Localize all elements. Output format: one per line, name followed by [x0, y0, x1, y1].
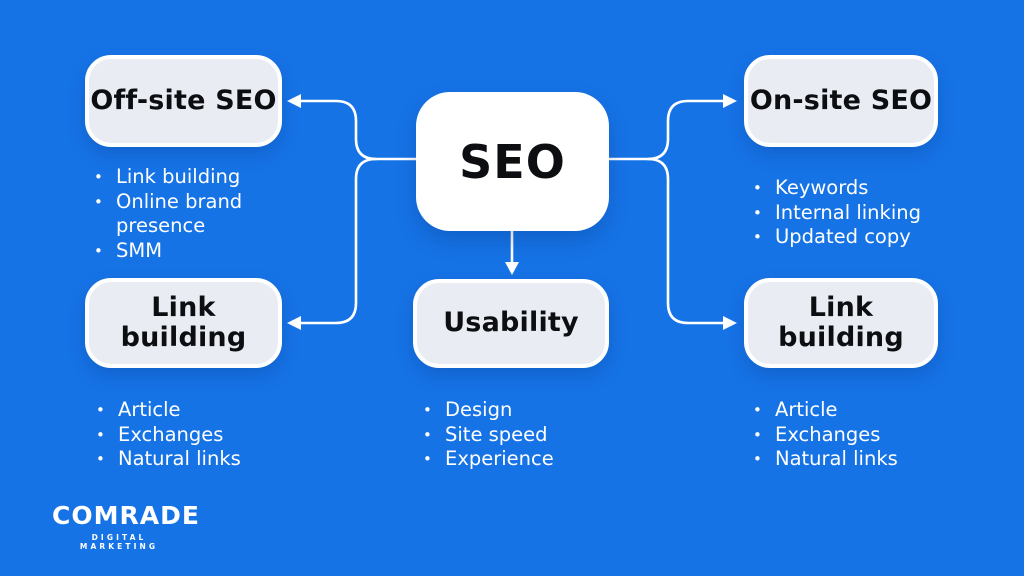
arrowhead-left-top-icon [287, 94, 301, 108]
list-item: Keywords [751, 176, 961, 201]
node-seo-label: SEO [459, 134, 566, 189]
connector-seo-to-linkbuilding-left [294, 157, 378, 325]
arrowhead-right-bottom-icon [723, 316, 737, 330]
link-building-left-list: Article Exchanges Natural links [94, 398, 294, 472]
node-link-building-left-title: Link building [120, 291, 247, 353]
list-item: Design [421, 398, 621, 423]
node-usability-title: Usability [443, 307, 579, 339]
usability-list: Design Site speed Experience [421, 398, 621, 472]
list-item: Natural links [94, 447, 294, 472]
list-item: Article [94, 398, 294, 423]
comrade-logo: COMRADE DIGITAL MARKETING [52, 501, 200, 551]
arrowhead-center-down-icon [505, 262, 519, 275]
node-usability: Usability [413, 279, 609, 368]
list-item: Online brand presence [92, 190, 260, 239]
arrowhead-right-top-icon [723, 94, 737, 108]
connector-seo-to-onsite [607, 99, 730, 161]
list-item: Link building [92, 165, 260, 190]
list-item: Experience [421, 447, 621, 472]
list-item: Internal linking [751, 201, 961, 226]
node-on-site-seo: On-site SEO [744, 55, 938, 147]
node-link-building-left: Link building [85, 278, 282, 368]
list-item: Exchanges [94, 423, 294, 448]
node-off-site-seo: Off-site SEO [85, 55, 282, 147]
list-item: SMM [92, 239, 260, 264]
link-building-right-list: Article Exchanges Natural links [751, 398, 951, 472]
connector-seo-to-linkbuilding-right [646, 157, 730, 325]
on-site-seo-list: Keywords Internal linking Updated copy [751, 176, 961, 250]
connector-seo-to-offsite [294, 99, 418, 161]
node-seo: SEO [416, 92, 609, 231]
off-site-seo-list: Link building Online brand presence SMM [92, 165, 260, 263]
arrowhead-left-bottom-icon [287, 316, 301, 330]
comrade-logo-tagline: DIGITAL MARKETING [79, 532, 159, 551]
list-item: Updated copy [751, 225, 961, 250]
node-link-building-right: Link building [744, 278, 938, 368]
list-item: Natural links [751, 447, 951, 472]
list-item: Article [751, 398, 951, 423]
node-on-site-seo-title: On-site SEO [749, 84, 933, 116]
node-link-building-right-title: Link building [778, 291, 904, 353]
list-item: Site speed [421, 423, 621, 448]
comrade-logo-wordmark: COMRADE [52, 501, 200, 530]
list-item: Exchanges [751, 423, 951, 448]
node-off-site-seo-title: Off-site SEO [90, 84, 277, 116]
